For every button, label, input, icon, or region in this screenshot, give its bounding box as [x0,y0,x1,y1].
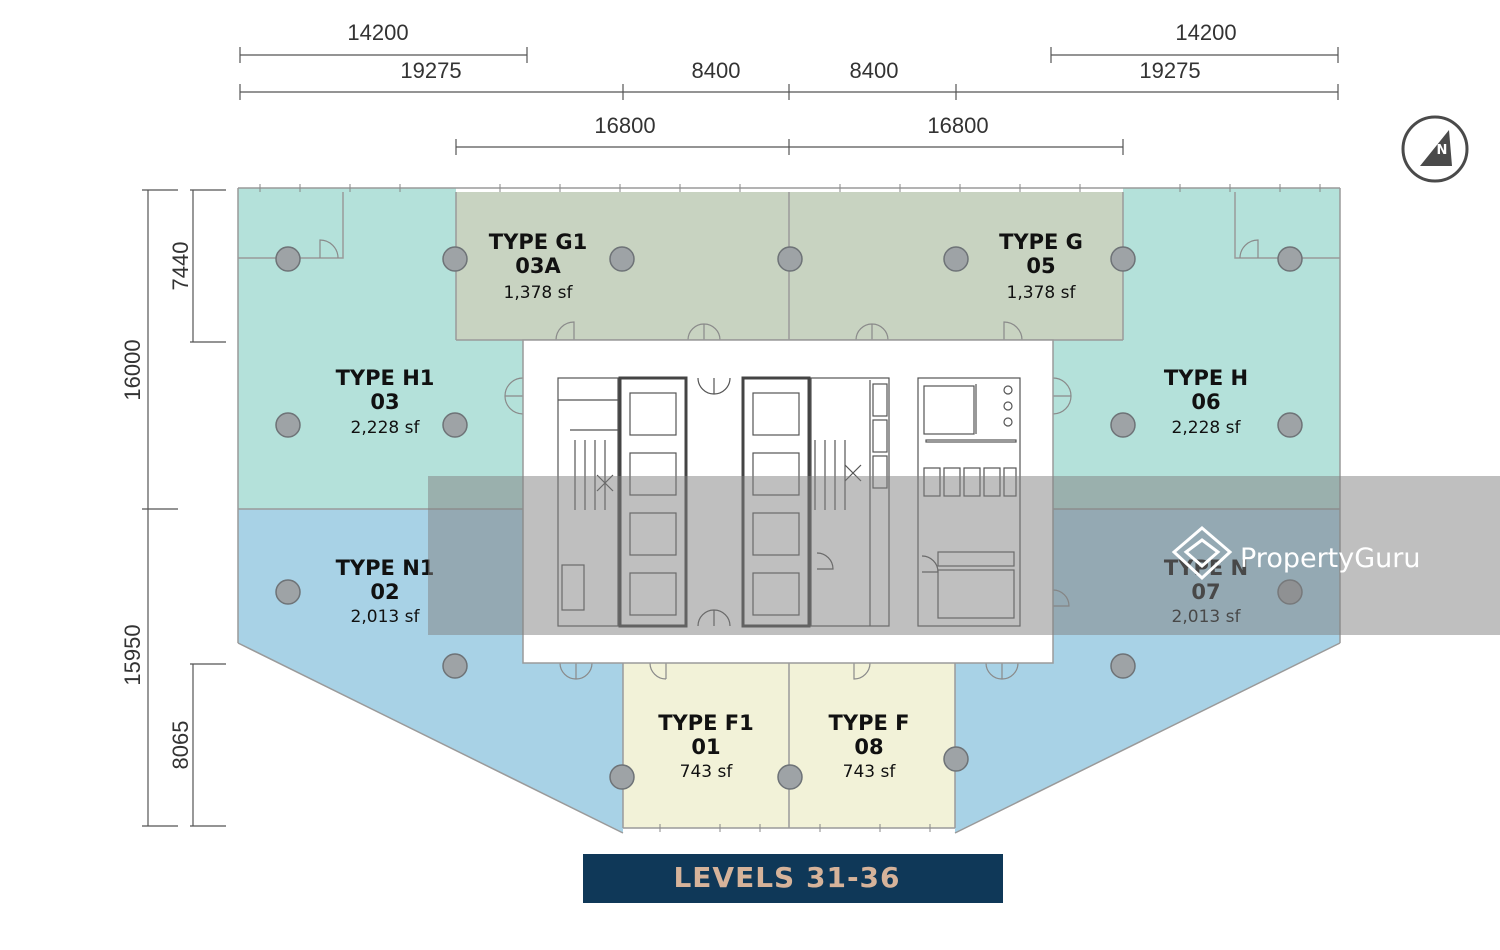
unit-label-g: TYPE G 05 1,378 sf [999,230,1083,303]
levels-label: LEVELS 31-36 [673,861,900,894]
svg-text:TYPE N1: TYPE N1 [336,556,435,580]
unit-label-f1: TYPE F1 01 743 sf [658,711,754,782]
column [943,746,969,772]
svg-text:8065: 8065 [168,721,193,770]
watermark-brand: PropertyGuru [1240,543,1421,574]
column [777,246,803,272]
column [1277,412,1303,438]
columns [275,246,1303,790]
watermark-band: PropertyGuru [428,476,1500,635]
svg-text:06: 06 [1191,390,1220,414]
svg-text:743 sf: 743 sf [680,762,734,782]
svg-text:02: 02 [370,580,399,604]
column [442,412,468,438]
column [609,246,635,272]
svg-text:743 sf: 743 sf [843,762,897,782]
svg-text:TYPE F1: TYPE F1 [658,711,754,735]
svg-text:8400: 8400 [692,58,741,83]
svg-text:2,228 sf: 2,228 sf [1172,418,1242,438]
svg-text:16000: 16000 [120,339,145,400]
svg-text:19275: 19275 [1139,58,1200,83]
column [442,246,468,272]
unit-area-f[interactable] [789,663,955,828]
svg-text:08: 08 [854,735,883,759]
unit-label-f: TYPE F 08 743 sf [829,711,910,782]
column [1110,412,1136,438]
column [275,412,301,438]
levels-banner: LEVELS 31-36 [583,854,1003,903]
column [943,246,969,272]
svg-text:TYPE H: TYPE H [1164,366,1248,390]
unit-label-n1: TYPE N1 02 2,013 sf [336,556,435,627]
svg-text:2,228 sf: 2,228 sf [351,418,421,438]
unit-label-h: TYPE H 06 2,228 sf [1164,366,1248,438]
propertyguru-logo-icon [1171,526,1233,581]
unit-labels: TYPE G1 03A 1,378 sf TYPE G 05 1,378 sf … [336,230,1248,782]
column [1110,246,1136,272]
svg-text:19275: 19275 [400,58,461,83]
svg-text:01: 01 [691,735,720,759]
unit-label-h1: TYPE H1 03 2,228 sf [336,366,435,438]
svg-text:03: 03 [370,390,399,414]
column [442,653,468,679]
svg-text:1,378 sf: 1,378 sf [504,283,574,303]
svg-text:N: N [1437,143,1448,158]
svg-text:TYPE G: TYPE G [999,230,1083,254]
unit-area-n1[interactable] [238,509,623,833]
svg-text:16800: 16800 [927,113,988,138]
svg-text:TYPE F: TYPE F [829,711,910,735]
column [1110,653,1136,679]
left-dimension-labels: 7440 16000 15950 8065 [120,242,193,770]
unit-label-g1: TYPE G1 03A 1,378 sf [489,230,587,303]
svg-text:2,013 sf: 2,013 sf [351,607,421,627]
column [275,246,301,272]
unit-area-f1[interactable] [623,663,789,828]
top-dimension-lines [239,47,1339,155]
svg-text:15950: 15950 [120,624,145,685]
svg-text:16800: 16800 [594,113,655,138]
svg-text:14200: 14200 [347,20,408,45]
column [777,764,803,790]
svg-text:03A: 03A [515,254,561,278]
svg-text:14200: 14200 [1175,20,1236,45]
svg-text:8400: 8400 [850,58,899,83]
left-dimension-lines [142,189,226,827]
svg-text:05: 05 [1026,254,1055,278]
svg-text:TYPE G1: TYPE G1 [489,230,587,254]
top-edge-ticks [259,184,1321,832]
top-dimension-labels: 14200 19275 8400 8400 14200 19275 16800 … [347,20,1236,138]
svg-text:7440: 7440 [168,242,193,291]
column [609,764,635,790]
column [1277,246,1303,272]
column [275,579,301,605]
north-arrow-icon: N [1401,115,1469,183]
svg-text:TYPE H1: TYPE H1 [336,366,435,390]
svg-text:1,378 sf: 1,378 sf [1007,283,1077,303]
